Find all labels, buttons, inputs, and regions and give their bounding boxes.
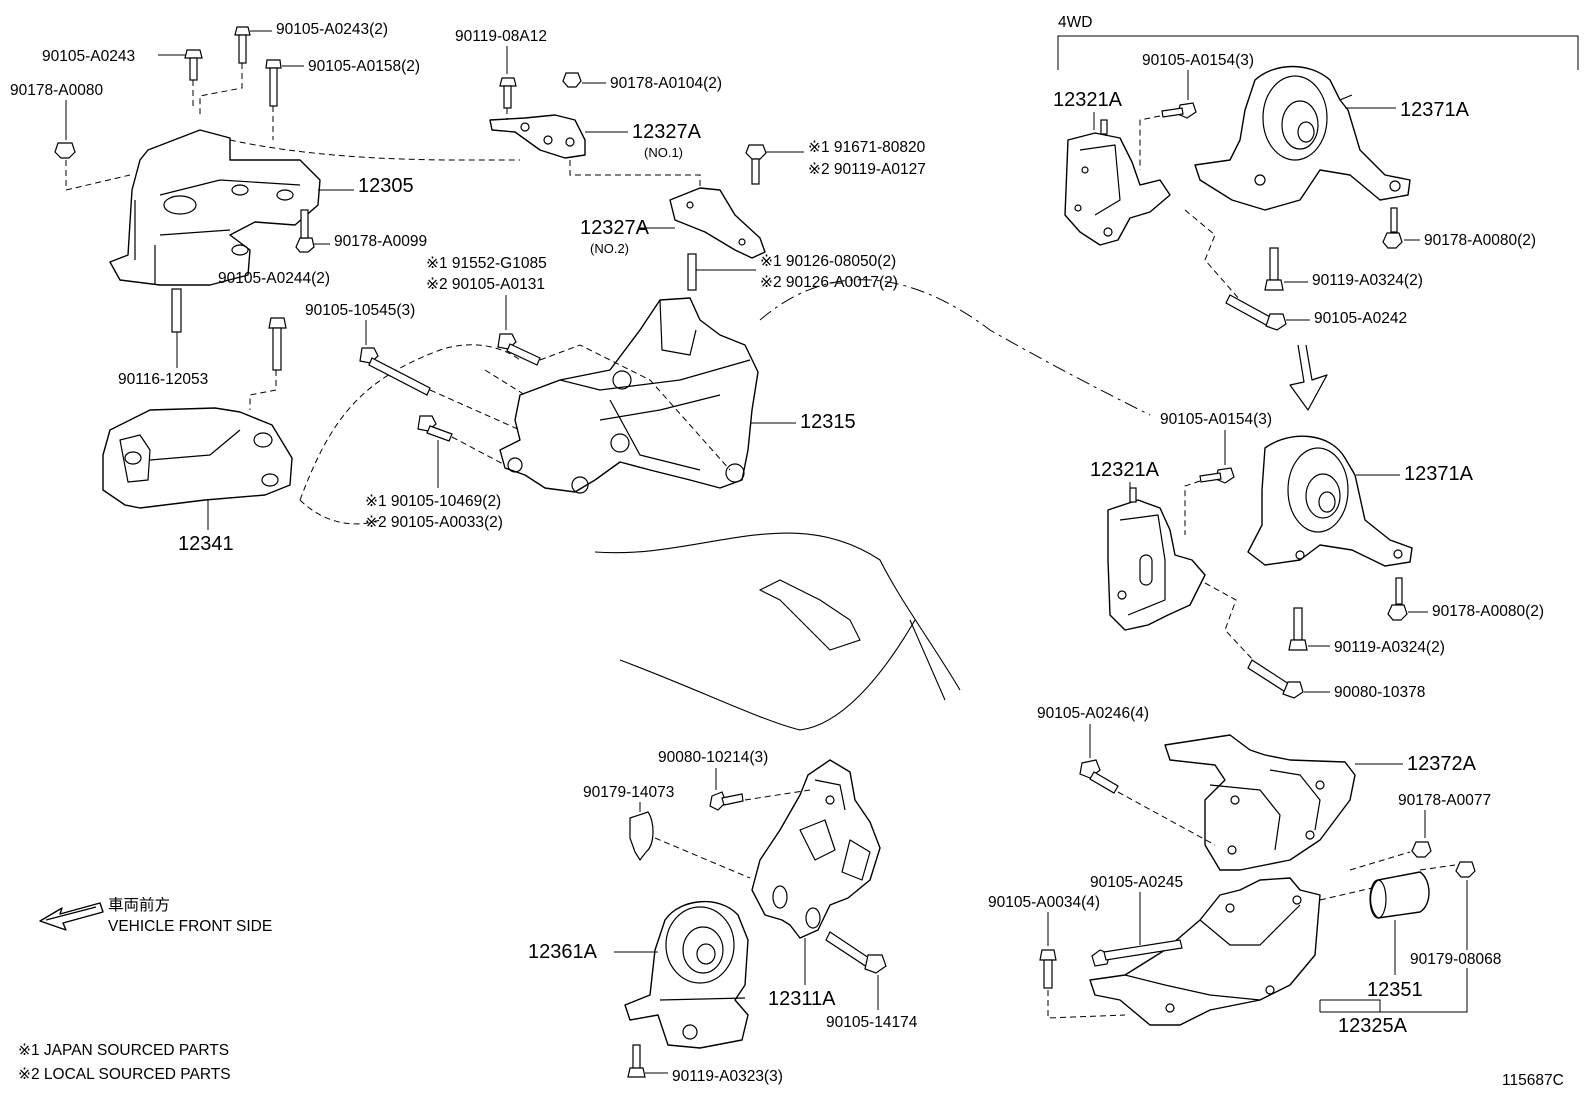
label-90178-A0104-2: 90178-A0104(2)	[610, 75, 722, 92]
vehicle-front-arrow-icon	[39, 902, 104, 931]
label-12305: 12305	[358, 175, 414, 197]
label-90105-A0244-2: 90105-A0244(2)	[218, 270, 330, 287]
label-90105-10469-2: ※1 90105-10469(2)	[365, 493, 501, 510]
label-90119-A0324-2-top: 90119-A0324(2)	[1312, 272, 1423, 289]
label-90105-A0033-2: ※2 90105-A0033(2)	[365, 514, 503, 531]
bolt-icon	[54, 26, 315, 371]
label-90105-10545-3: 90105-10545(3)	[305, 302, 415, 319]
part-12311A-bracket[interactable]	[751, 759, 881, 939]
label-12327A-no1: 12327A	[632, 121, 702, 143]
label-12372A: 12372A	[1407, 753, 1477, 775]
label-90105-A0154-3-top: 90105-A0154(3)	[1142, 52, 1254, 69]
part-12351-bushing[interactable]	[1369, 871, 1430, 919]
label-12371A-top: 12371A	[1400, 99, 1470, 121]
label-12311A: 12311A	[768, 988, 836, 1010]
label-90105-A0243: 90105-A0243	[42, 48, 135, 65]
label-90126-08050-2: ※1 90126-08050(2)	[760, 253, 896, 270]
part-12371A-top-mount[interactable]	[1194, 65, 1411, 211]
part-12315-bracket[interactable]	[499, 297, 759, 494]
label-90179-14073: 90179-14073	[583, 784, 674, 801]
label-90178-A0080: 90178-A0080	[10, 82, 103, 99]
label-90178-A0077: 90178-A0077	[1398, 792, 1491, 809]
label-12351: 12351	[1367, 979, 1423, 1001]
label-12361A: 12361A	[528, 941, 598, 963]
label-91552-G1085: ※1 91552-G1085	[426, 255, 547, 272]
label-90119-08A12: 90119-08A12	[455, 28, 547, 45]
label-12325A: 12325A	[1338, 1015, 1408, 1037]
part-12372A-bracket[interactable]	[1164, 734, 1356, 871]
part-12327A-no2-bracket[interactable]	[669, 187, 766, 259]
label-90178-A0080-2-top: 90178-A0080(2)	[1424, 232, 1536, 249]
label-90178-A0099: 90178-A0099	[334, 233, 427, 250]
bolt-icon	[359, 333, 541, 442]
label-90105-A0158-2: 90105-A0158(2)	[308, 58, 420, 75]
label-90105-A0154-3-mid: 90105-A0154(3)	[1160, 411, 1272, 428]
label-90105-A0034-4: 90105-A0034(4)	[988, 894, 1100, 911]
part-12341-bracket[interactable]	[102, 407, 293, 509]
label-90105-A0131: ※2 90105-A0131	[426, 276, 545, 293]
label-90080-10378: 90080-10378	[1334, 684, 1425, 701]
part-12327A-no1-bracket[interactable]	[489, 114, 586, 159]
label-90080-10214-3: 90080-10214(3)	[658, 749, 768, 766]
part-12321A-mid-bracket[interactable]	[1107, 487, 1206, 631]
label-91671-80820: ※1 91671-80820	[808, 139, 926, 156]
label-12321A-mid: 12321A	[1090, 459, 1160, 481]
label-90105-A0246-4: 90105-A0246(4)	[1037, 705, 1149, 722]
footnote-local-sourced: ※2 LOCAL SOURCED PARTS	[18, 1066, 231, 1083]
section-label-4wd: 4WD	[1058, 14, 1092, 31]
label-12327A-no1-note: (NO.1)	[644, 145, 683, 160]
label-90179-08068: 90179-08068	[1410, 951, 1501, 968]
label-12371A-mid: 12371A	[1404, 463, 1474, 485]
label-12327A-no2-note: (NO.2)	[590, 241, 629, 256]
direction-jp: 車両前方	[108, 896, 170, 914]
direction-en: VEHICLE FRONT SIDE	[108, 918, 272, 935]
part-12361A-mount[interactable]	[624, 901, 749, 1049]
label-90178-A0080-2-mid: 90178-A0080(2)	[1432, 603, 1544, 620]
label-90119-A0323-3: 90119-A0323(3)	[672, 1068, 783, 1085]
label-90105-14174: 90105-14174	[826, 1014, 918, 1031]
label-90119-A0127: ※2 90119-A0127	[808, 161, 926, 178]
engine-outline	[299, 279, 1151, 731]
label-90126-A0017-2: ※2 90126-A0017(2)	[760, 274, 898, 291]
label-12327A-no2: 12327A	[580, 217, 650, 239]
part-12325A-bracket[interactable]	[1089, 877, 1321, 1026]
label-90105-A0242: 90105-A0242	[1314, 310, 1407, 327]
part-12305-mount[interactable]	[109, 129, 321, 286]
label-12341: 12341	[178, 533, 234, 555]
diagram-id: 115687C	[1502, 1072, 1564, 1089]
4wd-bracket: 4WD	[1057, 14, 1579, 70]
part-12371A-mid-mount[interactable]	[1247, 435, 1413, 567]
label-12315: 12315	[800, 411, 856, 433]
footnote-japan-sourced: ※1 JAPAN SOURCED PARTS	[18, 1042, 229, 1059]
label-90116-12053: 90116-12053	[118, 371, 208, 388]
label-12321A-top: 12321A	[1053, 89, 1123, 111]
label-90105-A0243-2: 90105-A0243(2)	[276, 21, 388, 38]
label-90119-A0324-2-mid: 90119-A0324(2)	[1334, 639, 1445, 656]
part-12321A-top-bracket[interactable]	[1064, 119, 1171, 246]
label-90105-A0245: 90105-A0245	[1090, 874, 1183, 891]
